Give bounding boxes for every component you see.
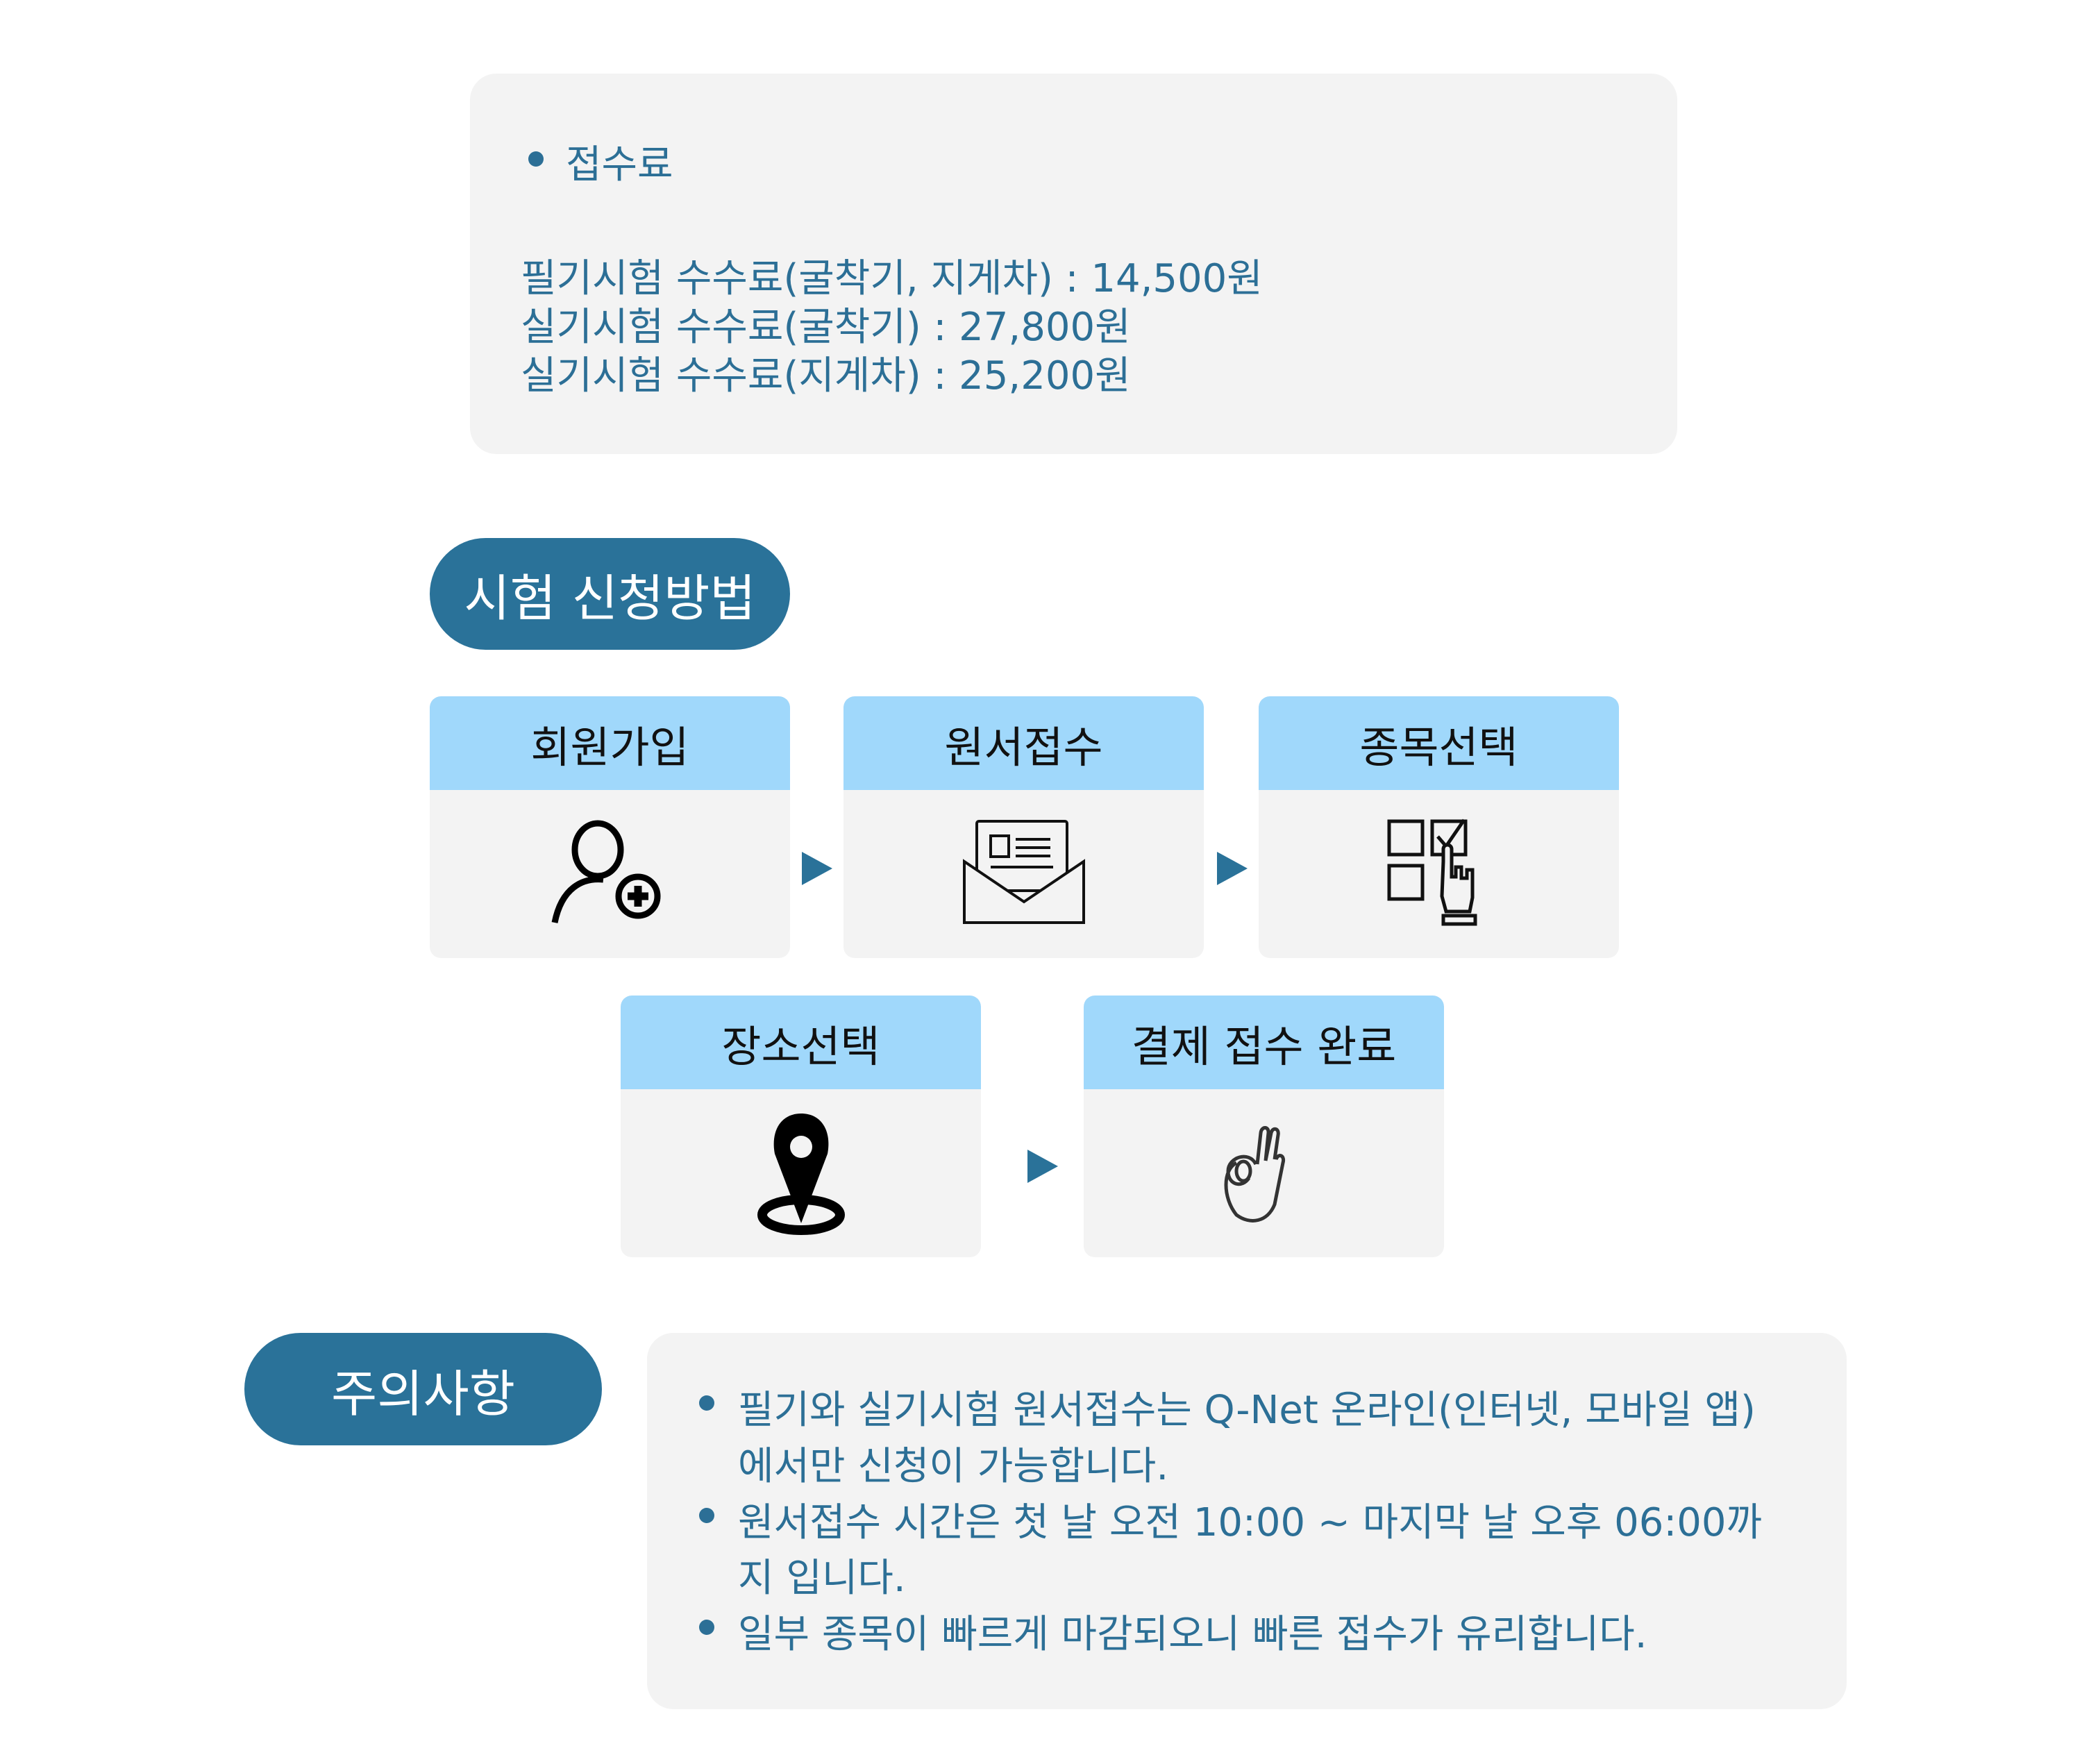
user-plus-icon bbox=[430, 790, 790, 958]
bullet bbox=[699, 1620, 714, 1635]
step-label: 결제 접수 완료 bbox=[1084, 996, 1444, 1089]
notes-heading: 주의사항 bbox=[244, 1333, 602, 1445]
note-line: 에서만 신청이 가능합니다. bbox=[738, 1444, 1169, 1489]
step-label: 회원가입 bbox=[430, 696, 790, 790]
apply-heading: 시험 신청방법 bbox=[430, 538, 790, 650]
bullet bbox=[528, 151, 544, 167]
step-card: 장소선택 bbox=[621, 996, 981, 1257]
checkbox-hand-icon bbox=[1259, 790, 1619, 958]
fee-line: 필기시험 수수료(굴착기, 지게차) : 14,500원 bbox=[521, 256, 1263, 301]
arrow-icon bbox=[1217, 852, 1248, 885]
arrow-icon bbox=[1027, 1150, 1058, 1183]
step-label: 원서접수 bbox=[843, 696, 1204, 790]
note-line: 필기와 실기시험 원서접수는 Q-Net 온라인(인터넷, 모바일 앱) bbox=[738, 1388, 1756, 1433]
fee-title: 접수료 bbox=[566, 142, 673, 187]
fee-line: 실기시험 수수료(굴착기) : 27,800원 bbox=[521, 305, 1131, 350]
step-card: 회원가입 bbox=[430, 696, 790, 958]
note-line: 지 입니다. bbox=[738, 1556, 906, 1601]
arrow-icon bbox=[802, 852, 832, 885]
step-label: 장소선택 bbox=[621, 996, 981, 1089]
bullet bbox=[699, 1395, 714, 1411]
notes-panel: 필기와 실기시험 원서접수는 Q-Net 온라인(인터넷, 모바일 앱) 에서만… bbox=[647, 1333, 1847, 1709]
bullet bbox=[699, 1508, 714, 1523]
envelope-form-icon bbox=[843, 790, 1204, 958]
note-line: 원서접수 시간은 첫 날 오전 10:00 ~ 마지막 날 오후 06:00까 bbox=[738, 1500, 1763, 1545]
fee-line: 실기시험 수수료(지게차) : 25,200원 bbox=[521, 353, 1131, 398]
step-card: 결제 접수 완료 bbox=[1084, 996, 1444, 1257]
note-line: 일부 종목이 빠르게 마감되오니 빠른 접수가 유리합니다. bbox=[738, 1612, 1647, 1657]
step-label: 종목선택 bbox=[1259, 696, 1619, 790]
fee-panel: 접수료 필기시험 수수료(굴착기, 지게차) : 14,500원 실기시험 수수… bbox=[470, 74, 1677, 454]
location-pin-icon bbox=[621, 1089, 981, 1257]
step-card: 원서접수 bbox=[843, 696, 1204, 958]
step-card: 종목선택 bbox=[1259, 696, 1619, 958]
ok-hand-icon bbox=[1084, 1089, 1444, 1257]
